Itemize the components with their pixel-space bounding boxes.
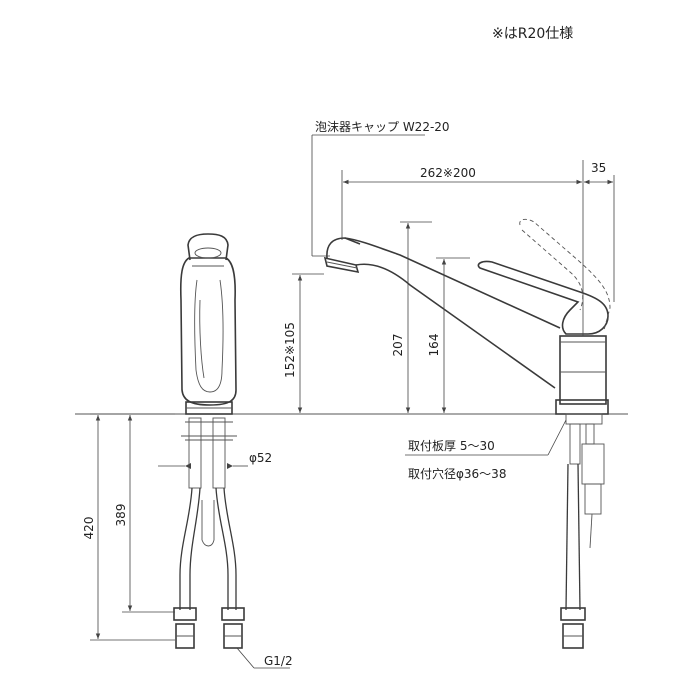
front-view xyxy=(173,233,245,649)
height-dimensions xyxy=(292,221,470,413)
spout-height-label: 152※105 xyxy=(283,322,297,378)
mounting-leaders xyxy=(405,419,567,456)
shank-diameter-label: φ52 xyxy=(249,451,272,465)
aerator-leader xyxy=(311,134,425,257)
spec-note: ※はR20仕様 xyxy=(492,26,573,42)
thread-size-label: G1/2 xyxy=(264,654,293,668)
aerator-cap-label: 泡沫器キャップ W22-20 xyxy=(315,120,450,134)
hole-diameter-label: 取付穴径φ36〜38 xyxy=(408,466,506,481)
side-view xyxy=(323,218,611,649)
shank-diameter-dimension xyxy=(158,463,248,469)
lever-height-label: 164 xyxy=(427,334,441,357)
reach-dimensions xyxy=(341,160,615,336)
lever-offset-label: 35 xyxy=(591,161,606,175)
spout-reach-label: 262※200 xyxy=(420,166,476,180)
total-length-label: 420 xyxy=(82,517,96,540)
thread-leader xyxy=(236,647,290,669)
hose-length-label: 389 xyxy=(114,504,128,527)
hose-length-dimensions xyxy=(90,413,175,641)
body-height-label: 207 xyxy=(391,334,405,357)
deck-thickness-label: 取付板厚 5〜30 xyxy=(408,439,495,453)
